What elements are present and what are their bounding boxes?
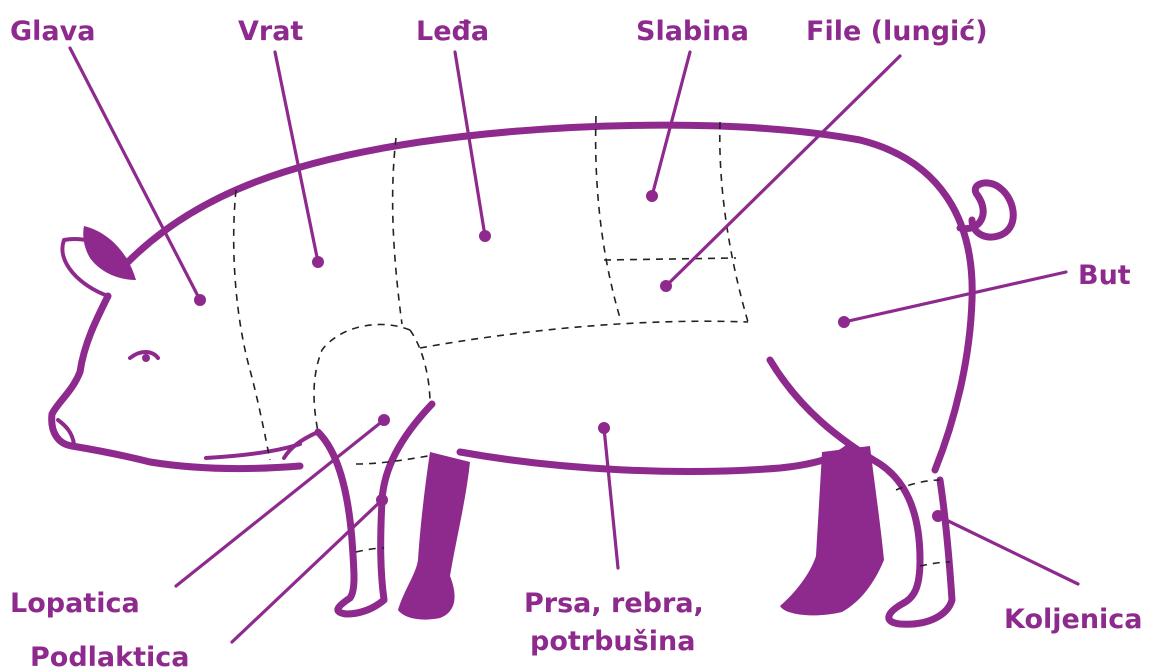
dot-podlaktica (376, 494, 388, 506)
labels: Glava Vrat Leđa Slabina File (lungić) Bu… (10, 16, 1143, 672)
leader-koljenica (938, 516, 1078, 584)
label-leda: Leđa (416, 16, 489, 47)
pig-face (52, 296, 300, 469)
front-far-leg (398, 452, 470, 620)
leader-glava (70, 48, 200, 300)
cut-line-neck-back (393, 138, 402, 324)
dot-slabina (646, 190, 658, 202)
dot-but (838, 316, 850, 328)
dot-leda (479, 230, 491, 242)
label-lopatica: Lopatica (10, 588, 140, 619)
leader-leda (455, 52, 485, 236)
dot-koljenica (932, 510, 944, 522)
cut-line-shoulder-right (410, 330, 430, 404)
pig-back-line (128, 125, 972, 470)
leader-podlaktica (232, 500, 382, 642)
pig-eye-pupil (142, 354, 150, 362)
leader-file (666, 56, 900, 286)
label-prsa-line1: Prsa, rebra, (524, 588, 704, 619)
dot-vrat (312, 256, 324, 268)
label-slabina: Slabina (636, 16, 749, 47)
label-but: But (1078, 260, 1131, 291)
label-file: File (lungić) (806, 16, 988, 47)
leader-vrat (275, 52, 318, 262)
cut-line-loin-ham (720, 122, 748, 322)
cut-line-shoulder (314, 324, 410, 432)
pig-tail (960, 183, 1013, 237)
cut-line-back-belly (420, 321, 748, 348)
cut-line-back-loin (596, 116, 620, 318)
dot-prsa (598, 422, 610, 434)
cut-line-tenderloin-top (604, 258, 736, 260)
label-koljenica: Koljenica (1004, 604, 1143, 635)
cut-line-head-neck (234, 190, 270, 460)
dot-lopatica (378, 414, 390, 426)
pig-ear (83, 226, 136, 280)
pig-belly-line (460, 446, 850, 471)
back-far-leg (780, 446, 884, 615)
label-podlaktica: Podlaktica (30, 642, 189, 672)
leader-but (844, 272, 1066, 322)
leader-prsa (604, 428, 618, 568)
label-prsa-line2: potrbušina (530, 626, 695, 657)
leaders (70, 48, 1078, 642)
label-glava: Glava (10, 16, 95, 47)
cut-line-hock-bottom (920, 562, 950, 566)
dot-glava (194, 294, 206, 306)
label-vrat: Vrat (238, 16, 303, 47)
pig-outline (52, 125, 1014, 624)
dot-file (660, 280, 672, 292)
